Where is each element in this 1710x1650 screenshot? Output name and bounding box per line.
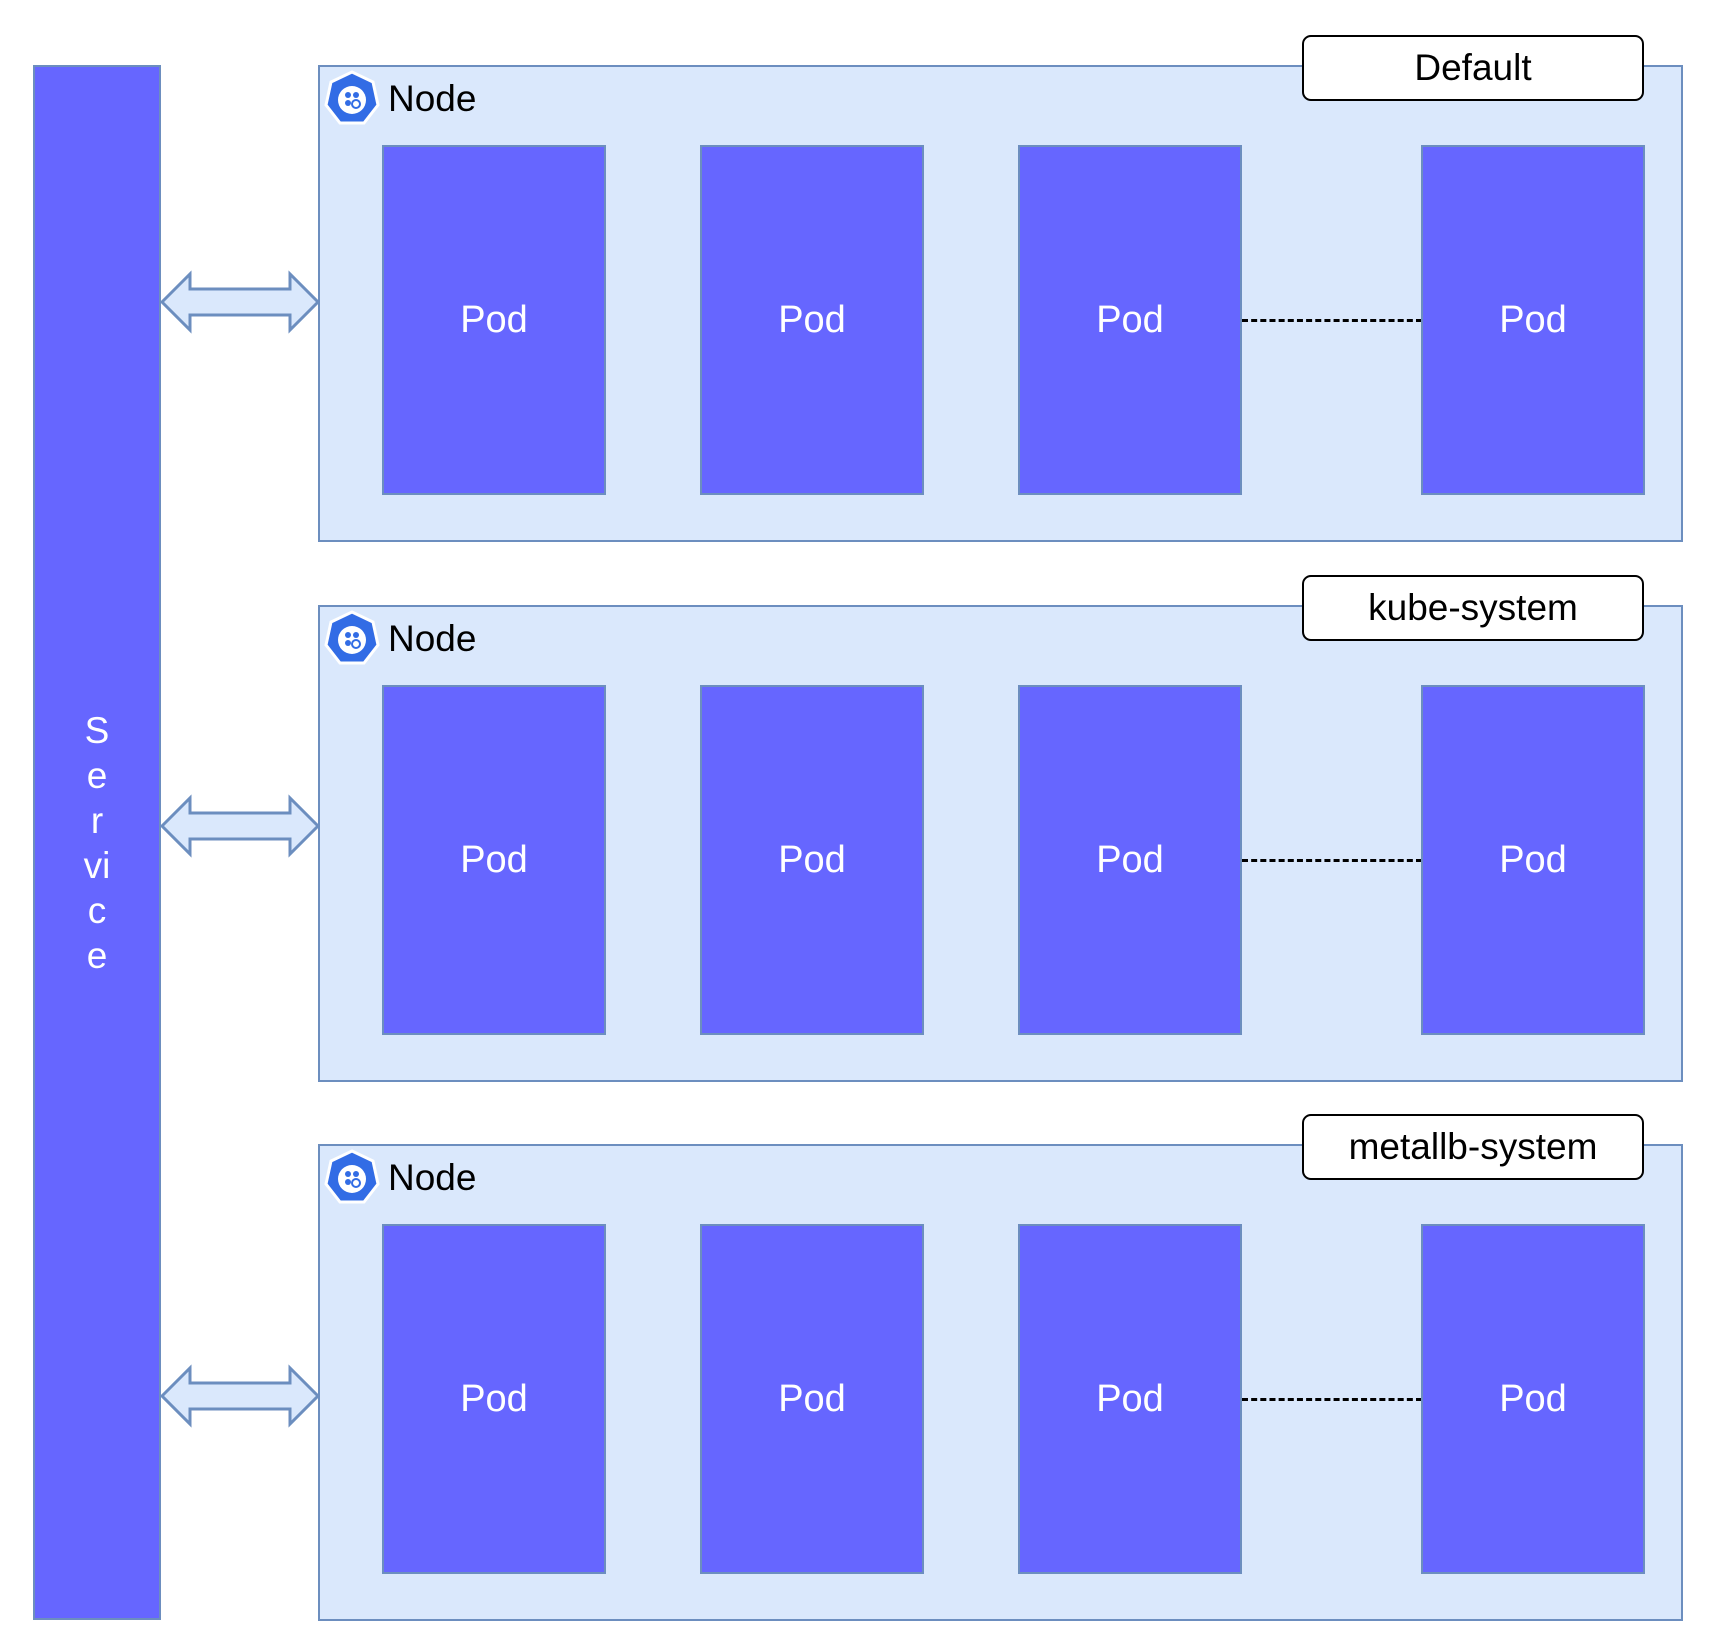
pod-continuation-link xyxy=(1242,1398,1422,1401)
pod: Pod xyxy=(700,685,924,1035)
pod: Pod xyxy=(1018,1224,1242,1574)
pod: Pod xyxy=(382,685,606,1035)
kubernetes-node-icon xyxy=(324,70,380,125)
double-arrow-icon xyxy=(159,794,321,858)
pod: Pod xyxy=(700,1224,924,1574)
pod: Pod xyxy=(1421,685,1645,1035)
node-kube-system: Node kube-system Pod Pod Pod Pod xyxy=(318,575,1683,1082)
node-title: Node xyxy=(388,1157,477,1198)
double-arrow-icon xyxy=(159,270,321,334)
pod: Pod xyxy=(1018,685,1242,1035)
double-arrow-icon xyxy=(159,1364,321,1428)
node-title: Node xyxy=(388,618,477,659)
namespace-badge-default: Default xyxy=(1302,35,1644,101)
service-label: Service xyxy=(83,709,111,976)
service-bar: Service xyxy=(33,65,161,1620)
namespace-badge-metallb-system: metallb-system xyxy=(1302,1114,1644,1180)
kubernetes-node-icon xyxy=(324,1149,380,1204)
pod: Pod xyxy=(1421,145,1645,495)
pod: Pod xyxy=(1018,145,1242,495)
pod-continuation-link xyxy=(1242,859,1422,862)
node-default: Node Default Pod Pod Pod Pod xyxy=(318,35,1683,542)
namespace-badge-kube-system: kube-system xyxy=(1302,575,1644,641)
pod: Pod xyxy=(700,145,924,495)
pod: Pod xyxy=(382,145,606,495)
pod: Pod xyxy=(382,1224,606,1574)
pod-continuation-link xyxy=(1242,319,1422,322)
kubernetes-node-icon xyxy=(324,610,380,665)
pod: Pod xyxy=(1421,1224,1645,1574)
node-title: Node xyxy=(388,78,477,119)
node-metallb-system: Node metallb-system Pod Pod Pod Pod xyxy=(318,1114,1683,1621)
